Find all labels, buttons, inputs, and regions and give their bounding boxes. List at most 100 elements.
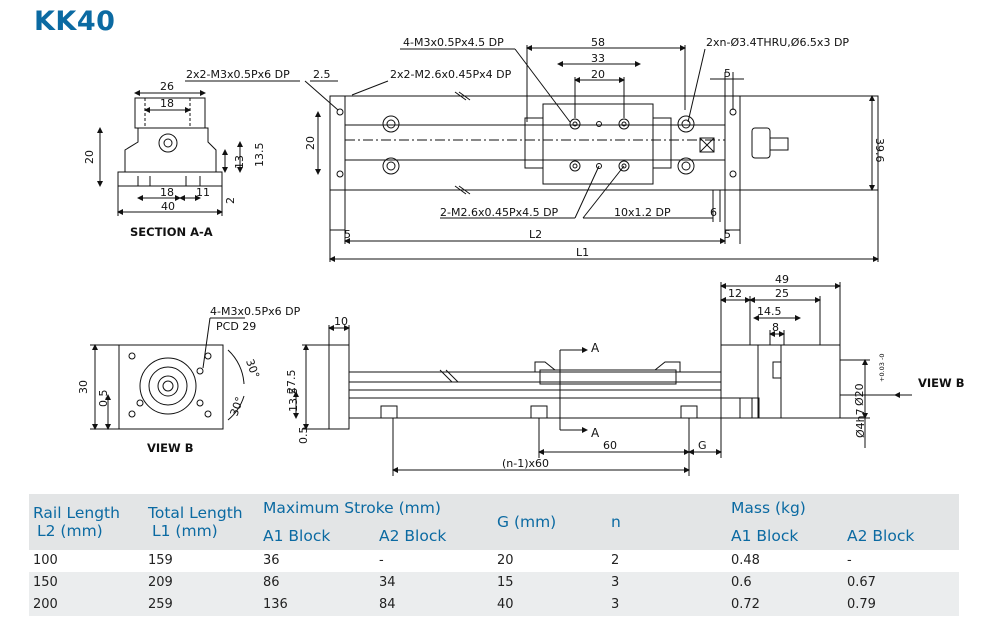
- dim-26: 26: [160, 80, 174, 93]
- dim-27-5: 27.5: [285, 370, 298, 395]
- cell-g: 20: [497, 553, 514, 568]
- cell-n: 3: [611, 575, 620, 590]
- cell-n: 2: [611, 553, 620, 568]
- dim-18-top: 18: [160, 97, 174, 110]
- cell-a2: -: [379, 553, 384, 568]
- dim-49: 49: [775, 273, 789, 286]
- cell-l2: 150: [33, 575, 58, 590]
- cell-l2: 100: [33, 553, 58, 568]
- dim-0-5-b: 0.5: [297, 427, 310, 445]
- dim-39-6: 39.6: [873, 138, 886, 163]
- dim-20-top: 20: [591, 68, 605, 81]
- label-2x2-m3-px6: 2x2-M3x0.5Px6 DP: [186, 68, 290, 81]
- dim-G: G: [698, 439, 707, 452]
- section-carriage: [134, 97, 206, 129]
- section-a-bottom: A: [591, 426, 600, 440]
- table-row: 150 209 86 34 15 3 0.6 0.67: [29, 572, 959, 594]
- header-rail-length: Rail Length L2 (mm): [29, 494, 144, 550]
- dim-33: 33: [591, 52, 605, 65]
- top-main-view: [315, 45, 879, 262]
- dim-5-br: 5: [724, 228, 731, 241]
- cell-l1: 159: [148, 553, 173, 568]
- dim-5-bl: 5: [344, 228, 351, 241]
- side-main-view: [293, 282, 912, 476]
- label-2x2-m2-6-px4: 2x2-M2.6x0.45Px4 DP: [390, 68, 512, 81]
- header-mass-a1-block: A1 Block: [731, 527, 799, 545]
- dim-0-5-a: 0.5: [97, 390, 110, 408]
- label-4-m3-px4-5: 4-M3x0.5Px4.5 DP: [403, 36, 504, 49]
- dim-30-deg-b: 30°: [228, 395, 247, 418]
- motor-end: [739, 95, 879, 191]
- cell-mass-a2: -: [847, 553, 852, 568]
- spec-table-header-row-1: Rail Length L2 (mm) Total Length L1 (mm)…: [29, 494, 959, 540]
- cell-a1: 36: [263, 553, 280, 568]
- dim-5-tr: 5: [724, 67, 731, 80]
- dim-40: 40: [161, 200, 175, 213]
- cell-mass-a1: 0.48: [731, 553, 760, 568]
- dim-phi4h7: Ø4h7: [854, 408, 867, 438]
- dim-13: 13: [233, 155, 246, 169]
- cell-l2: 200: [33, 597, 58, 612]
- dim-2: 2: [224, 197, 237, 204]
- header-mass: Mass (kg): [731, 499, 806, 517]
- view-b-arrow-label: VIEW B: [918, 376, 965, 390]
- section-a-a-label: SECTION A-A: [130, 225, 213, 239]
- section-bore: [158, 133, 178, 153]
- dim-phi20-tol: +0.03 -0: [878, 354, 886, 382]
- cell-g: 40: [497, 597, 514, 612]
- dim-phi20: Ø20: [853, 383, 866, 406]
- dim-14-5: 14.5: [757, 305, 782, 318]
- dim-2-5: 2.5: [313, 68, 331, 81]
- view-b: [90, 317, 245, 430]
- label-nthru: 2xn-Ø3.4THRU,Ø6.5x3 DP: [706, 36, 849, 49]
- header-mass-a2-block: A2 Block: [847, 527, 915, 545]
- cell-mass-a1: 0.6: [731, 575, 752, 590]
- section-a-a-view: [97, 90, 243, 216]
- header-rail-length-text: Rail Length: [33, 504, 120, 522]
- dim-8: 8: [772, 321, 779, 334]
- dim-L2: L2: [529, 228, 542, 241]
- cell-g: 15: [497, 575, 514, 590]
- label-10x1-2: 10x1.2 DP: [614, 206, 671, 219]
- dim-30: 30: [77, 380, 90, 394]
- end-plate: [118, 344, 224, 430]
- page-title: KK40: [34, 6, 116, 37]
- technical-drawing: 26 18 20 13 13.5 18 11 2 40 SECTION A-A …: [77, 36, 965, 476]
- dim-12: 12: [728, 287, 742, 300]
- table-row: 200 259 136 84 40 3 0.72 0.79: [29, 594, 959, 616]
- dim-60: 60: [603, 439, 617, 452]
- section-a-top: A: [591, 341, 600, 355]
- dim-13-5-b: 13.5: [287, 388, 300, 413]
- dim-13-5: 13.5: [253, 143, 266, 168]
- table-row: 100 159 36 - 20 2 0.48 -: [29, 550, 959, 572]
- label-pcd-29: PCD 29: [216, 320, 256, 333]
- dim-20-side: 20: [304, 136, 317, 150]
- dim-10: 10: [334, 315, 348, 328]
- dim-30-deg-a: 30°: [243, 357, 262, 380]
- dim-20-left: 20: [83, 150, 96, 164]
- section-base: [117, 171, 223, 187]
- header-rail-length-unit: L2 (mm): [37, 522, 103, 540]
- cell-mass-a2: 0.79: [847, 597, 876, 612]
- dim-18-bot: 18: [160, 186, 174, 199]
- cell-mass-a2: 0.67: [847, 575, 876, 590]
- dim-58: 58: [591, 36, 605, 49]
- cell-l1: 209: [148, 575, 173, 590]
- cell-a1: 86: [263, 575, 280, 590]
- cell-a2: 34: [379, 575, 396, 590]
- header-g: G (mm): [497, 513, 557, 531]
- header-n: n: [611, 513, 621, 531]
- cell-n: 3: [611, 597, 620, 612]
- dim-L1: L1: [576, 246, 589, 259]
- header-total-length-text: Total Length: [148, 504, 243, 522]
- header-a2-block: A2 Block: [379, 527, 447, 545]
- cell-l1: 259: [148, 597, 173, 612]
- header-total-length: Total Length L1 (mm): [144, 494, 259, 550]
- view-b-label: VIEW B: [147, 441, 194, 455]
- header-total-length-unit: L1 (mm): [152, 522, 218, 540]
- cell-mass-a1: 0.72: [731, 597, 760, 612]
- spec-table: Rail Length L2 (mm) Total Length L1 (mm)…: [29, 494, 959, 616]
- carriage-block: [542, 103, 654, 185]
- dim-11: 11: [196, 186, 210, 199]
- dim-25: 25: [775, 287, 789, 300]
